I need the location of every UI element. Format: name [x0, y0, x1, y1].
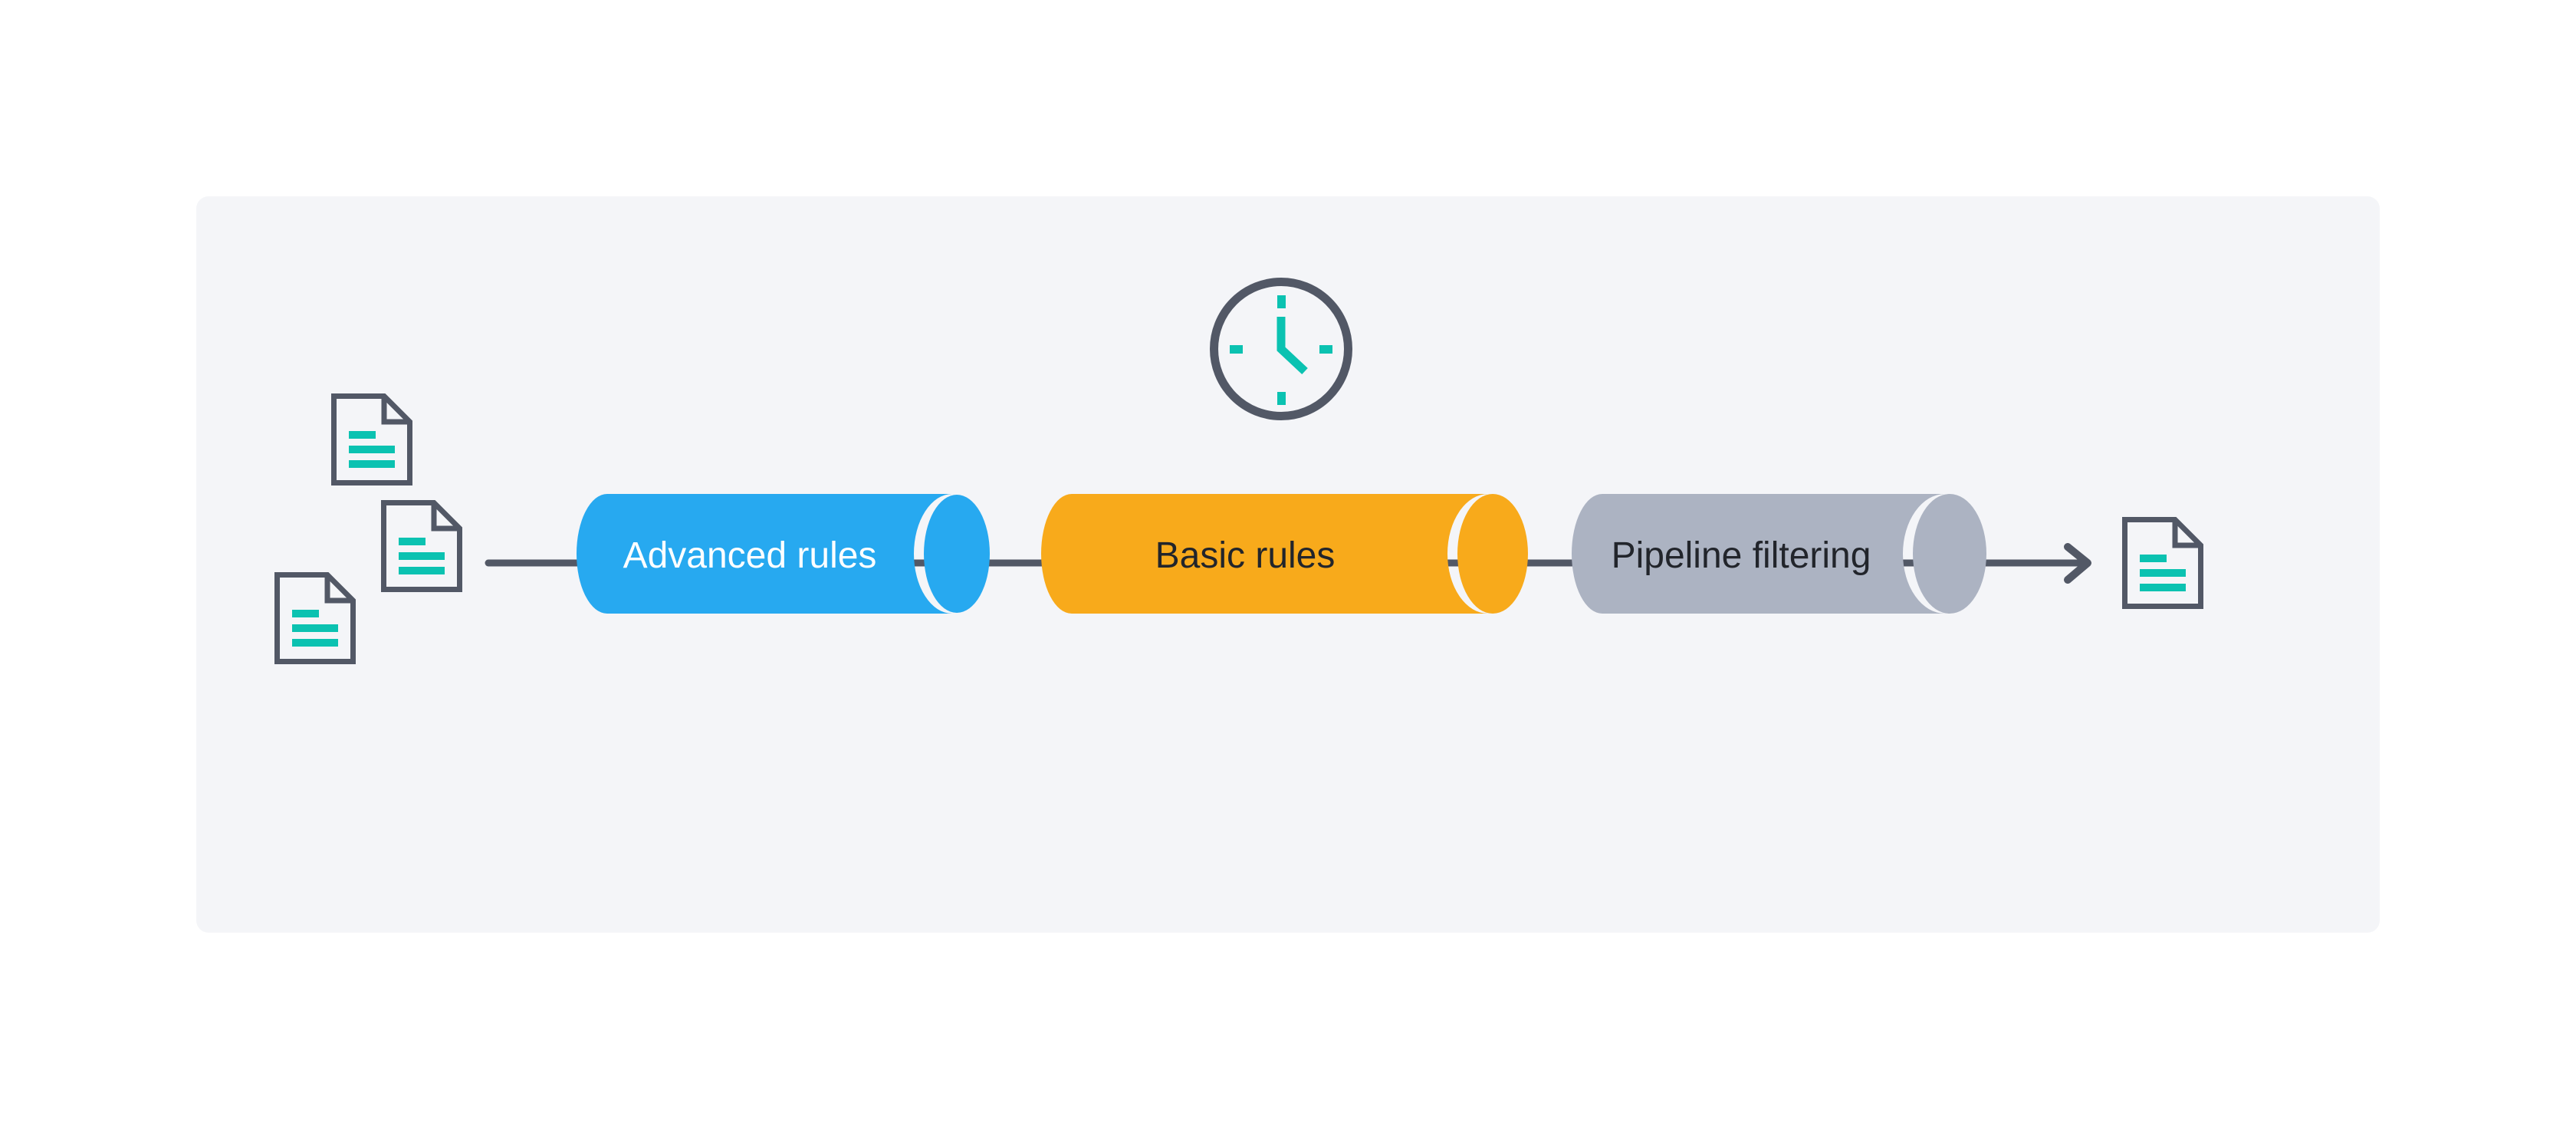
stage-label: Pipeline filtering — [1612, 535, 1871, 576]
stage-pipeline-filtering: Pipeline filtering — [1572, 494, 1986, 614]
cylinder-body — [577, 494, 952, 614]
document-icon — [278, 575, 353, 662]
input-documents — [278, 397, 460, 662]
cylinder-cap — [1457, 494, 1528, 614]
document-icon — [2125, 520, 2201, 607]
cylinder-cap — [1913, 494, 1986, 614]
document-icon — [334, 397, 410, 483]
clock-tick-3 — [1319, 345, 1332, 354]
stage-basic-rules: Basic rules — [1041, 494, 1528, 614]
stage-advanced-rules: Advanced rules — [577, 494, 990, 614]
clock-tick-9 — [1230, 345, 1243, 354]
cylinder-cap — [924, 495, 990, 613]
clock-hands — [1276, 317, 1308, 375]
document-icon — [384, 503, 460, 590]
stage-label: Advanced rules — [623, 535, 877, 576]
arrow-right-icon — [2064, 543, 2091, 584]
stage-label: Basic rules — [1155, 535, 1336, 576]
clock-icon — [1210, 278, 1352, 420]
clock-tick-6 — [1277, 392, 1286, 405]
clock-tick-12 — [1277, 295, 1286, 308]
cylinder-body — [1041, 494, 1488, 614]
cylinder-body — [1572, 494, 1945, 614]
